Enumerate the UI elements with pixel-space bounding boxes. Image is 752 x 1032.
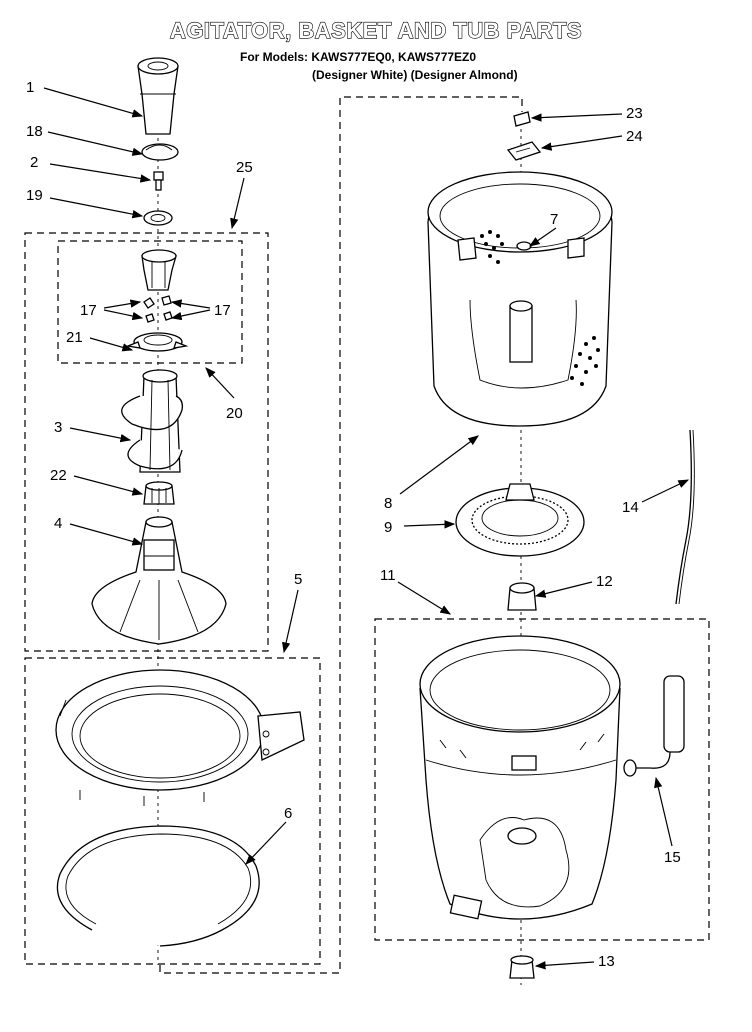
group-box-20: [57, 240, 243, 364]
callout-18: 18: [26, 123, 43, 140]
callout-4: 4: [54, 515, 62, 532]
leader-9: [403, 520, 456, 529]
callout-17-right: 17: [214, 302, 231, 319]
callout-14: 14: [622, 499, 639, 516]
callout-15: 15: [664, 849, 681, 866]
leader-12: [534, 581, 593, 598]
leader-21: [89, 337, 134, 352]
assembly-link-line: [159, 96, 523, 974]
leader-7: [529, 227, 557, 247]
wash-basket-part: [427, 171, 613, 427]
outer-tub-part: [419, 635, 621, 920]
drain-hose-part: [675, 429, 695, 605]
leader-11: [397, 581, 452, 615]
leader-19: [49, 197, 144, 219]
callout-21: 21: [66, 329, 83, 346]
callout-12: 12: [596, 573, 613, 590]
leader-15: [654, 776, 673, 847]
leader-14: [641, 479, 690, 503]
callout-3: 3: [54, 419, 62, 436]
group-box-11: [374, 618, 710, 941]
leader-25: [230, 177, 245, 230]
leader-2: [49, 163, 152, 183]
leader-18: [47, 131, 144, 156]
leader-3: [69, 427, 132, 443]
callout-2: 2: [30, 154, 38, 171]
drain-fitting-part: [509, 955, 535, 979]
leader-13: [534, 961, 595, 970]
callout-7: 7: [550, 211, 558, 228]
group-box-5: [24, 657, 321, 965]
tub-seal-part: [56, 825, 260, 947]
callout-9: 9: [384, 519, 392, 536]
basket-drive-hub-part: [455, 483, 585, 557]
callout-19: 19: [26, 187, 43, 204]
leader-1: [43, 87, 144, 118]
bolt-part: [153, 171, 164, 191]
variants-line: (Designer White) (Designer Almond): [312, 68, 518, 82]
washer-part: [143, 210, 173, 226]
drive-bell-part: [143, 481, 175, 505]
leader-23: [530, 113, 623, 122]
group-box-25: [24, 232, 269, 652]
auger-part: [121, 369, 184, 473]
basket-clip-part: [506, 141, 542, 161]
agitator-cap-part: [137, 57, 179, 135]
callout-5: 5: [294, 571, 302, 588]
leader-6: [245, 821, 287, 865]
callout-24: 24: [626, 128, 643, 145]
leader-17a-1: [103, 299, 142, 309]
callout-8: 8: [384, 495, 392, 512]
basket-nut-part: [513, 111, 531, 127]
callout-25: 25: [236, 159, 253, 176]
fill-hose-part: [623, 675, 685, 777]
models-line: For Models: KAWS777EQ0, KAWS777EZ0: [240, 50, 477, 64]
callout-20: 20: [226, 405, 243, 422]
diagram-title: AGITATOR, BASKET AND TUB PARTS: [169, 17, 583, 43]
leader-20: [205, 367, 235, 399]
callout-23: 23: [626, 105, 643, 122]
agitator-base-part: [91, 516, 227, 645]
cap-seal-part: [141, 143, 179, 161]
leader-17b-2: [170, 309, 211, 321]
dog-retainer-part: [125, 332, 189, 352]
callout-6: 6: [284, 805, 292, 822]
leader-17a-2: [103, 309, 144, 321]
callout-17-left: 17: [80, 302, 97, 319]
callout-22: 22: [50, 467, 67, 484]
agitator-cam-part: [141, 249, 177, 291]
tub-ring-part: [55, 669, 305, 806]
leader-8: [399, 435, 479, 495]
leader-17b-1: [170, 299, 211, 309]
callout-11: 11: [380, 567, 396, 584]
leader-22: [73, 475, 144, 496]
callout-1: 1: [26, 79, 34, 96]
leader-24: [540, 135, 623, 151]
agitator-dogs-part: [143, 295, 173, 323]
leader-4: [69, 523, 144, 546]
leader-5: [282, 589, 299, 654]
tub-bushing-part: [507, 582, 537, 611]
callout-13: 13: [598, 953, 615, 970]
